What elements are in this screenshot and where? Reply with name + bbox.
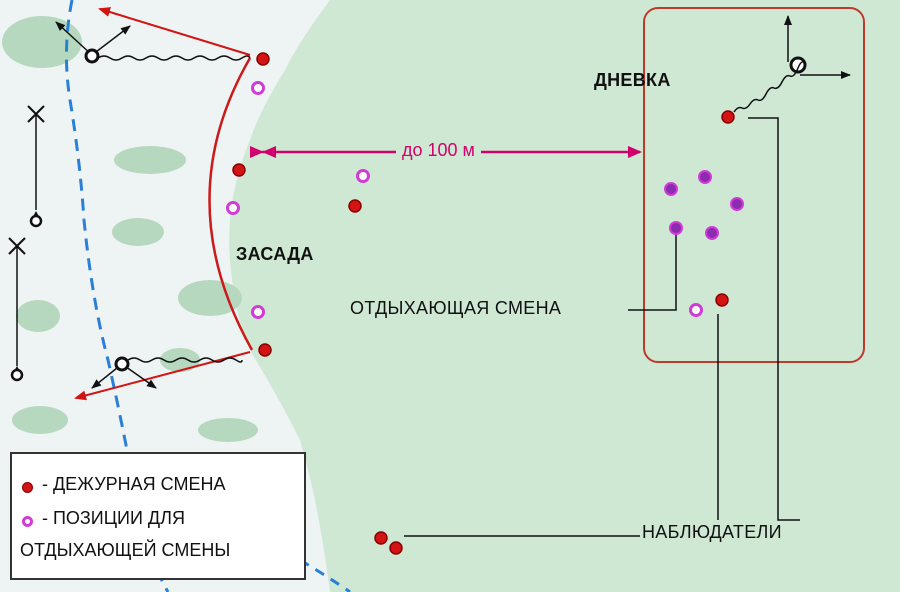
observer-leader-line bbox=[748, 117, 800, 521]
purple-dot-icon bbox=[669, 221, 683, 235]
red-dot-icon bbox=[389, 541, 403, 555]
purple-dot-icon bbox=[730, 197, 744, 211]
red-dot-icon bbox=[715, 293, 729, 307]
purple-dot-icon bbox=[705, 226, 719, 240]
bush bbox=[114, 146, 186, 174]
ambush-arc bbox=[208, 57, 254, 351]
purple-dot-icon bbox=[664, 182, 678, 196]
pink-ring-icon bbox=[356, 169, 370, 183]
red-dot-icon bbox=[258, 343, 272, 357]
tripwire-rest bbox=[733, 61, 807, 113]
fire-arrow-lower bbox=[74, 351, 251, 401]
red-dot-icon bbox=[374, 531, 388, 545]
red-dot-icon bbox=[256, 52, 270, 66]
observers-label: НАБЛЮДАТЕЛИ bbox=[642, 522, 782, 542]
bush bbox=[160, 348, 200, 372]
mine-icon bbox=[55, 21, 131, 64]
pink-ring-icon bbox=[226, 201, 240, 215]
mine-icon bbox=[29, 211, 43, 228]
resting-shift-leader-line bbox=[628, 232, 677, 311]
fire-arrow-upper bbox=[98, 7, 251, 56]
rest-area-boundary bbox=[643, 7, 865, 363]
pink-ring-icon bbox=[22, 516, 33, 527]
pink-ring-icon bbox=[689, 303, 703, 317]
mine-icon bbox=[784, 15, 851, 79]
mine-icon bbox=[91, 356, 157, 389]
purple-dot-icon bbox=[698, 170, 712, 184]
bush bbox=[198, 418, 258, 442]
red-dot-icon bbox=[348, 199, 362, 213]
bush bbox=[112, 218, 164, 246]
pink-ring-icon bbox=[251, 81, 265, 95]
tripwire-upper bbox=[97, 55, 251, 61]
tripwire-lower bbox=[127, 357, 243, 363]
road-area bbox=[0, 0, 330, 592]
bush bbox=[16, 300, 60, 332]
red-dot-icon bbox=[22, 482, 33, 493]
mine-icon bbox=[10, 366, 24, 382]
zasada-label: ЗАСАДА bbox=[236, 244, 314, 264]
bush bbox=[178, 280, 242, 316]
red-dot-icon bbox=[721, 110, 735, 124]
bush bbox=[12, 406, 68, 434]
pink-ring-icon bbox=[251, 305, 265, 319]
distance-label: до 100 м bbox=[396, 140, 481, 161]
legend-duty-shift: - ДЕЖУРНАЯ СМЕНА bbox=[42, 474, 226, 494]
bush bbox=[2, 16, 82, 68]
legend-positions-line1: - ПОЗИЦИИ ДЛЯ bbox=[42, 508, 185, 528]
resting-shift-label: ОТДЫХАЮЩАЯ СМЕНА bbox=[350, 298, 562, 318]
red-dot-icon bbox=[232, 163, 246, 177]
legend-positions-line2: ОТДЫХАЮЩЕЙ СМЕНЫ bbox=[20, 540, 231, 560]
dnevka-label: ДНЕВКА bbox=[594, 70, 671, 90]
legend-box: - ДЕЖУРНАЯ СМЕНА - ПОЗИЦИИ ДЛЯ ОТДЫХАЮЩЕ… bbox=[10, 452, 306, 580]
